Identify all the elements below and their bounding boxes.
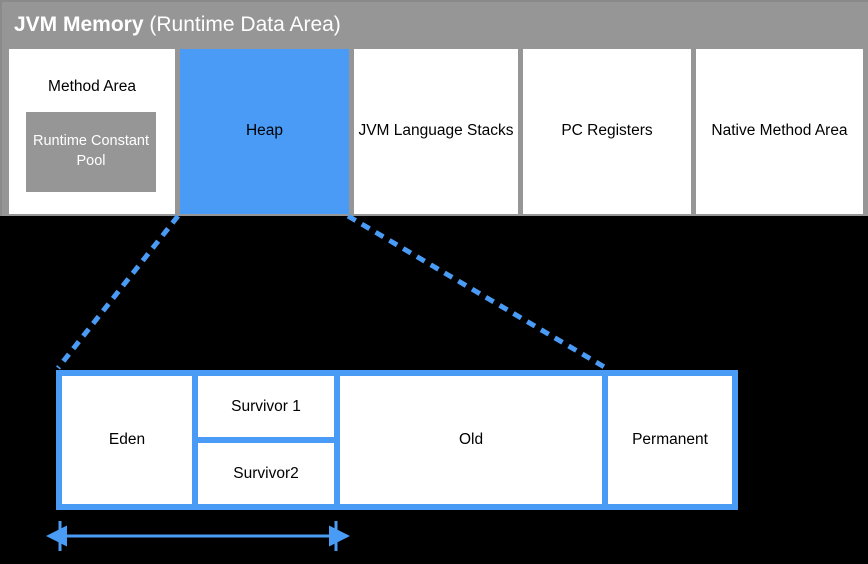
heap-detail-diagram: Eden Survivor 1 Survivor2 Old Permanent bbox=[56, 370, 738, 510]
area-box-jvm-language-stacks-label: JVM Language Stacks bbox=[358, 122, 514, 140]
runtime-constant-pool-label: Runtime Constant Pool bbox=[32, 133, 150, 169]
jvm-memory-panel: JVM Memory (Runtime Data Area) Method Ar… bbox=[0, 0, 868, 216]
jvm-memory-title-light: (Runtime Data Area) bbox=[143, 13, 341, 36]
area-box-method-area-label: Method Area bbox=[48, 78, 136, 95]
heap-region-survivor1[interactable]: Survivor 1 bbox=[198, 376, 334, 437]
area-box-native-method-area-label: Native Method Area bbox=[711, 122, 848, 140]
area-box-pc-registers[interactable]: PC Registers bbox=[523, 49, 691, 214]
jvm-memory-title: JVM Memory (Runtime Data Area) bbox=[14, 8, 714, 42]
connector-line-left bbox=[56, 214, 180, 370]
heap-region-survivor2-label: Survivor2 bbox=[233, 464, 299, 482]
heap-region-eden-label: Eden bbox=[108, 431, 146, 448]
heap-region-old[interactable]: Old bbox=[340, 376, 602, 504]
heap-region-survivor2[interactable]: Survivor2 bbox=[198, 443, 334, 504]
area-box-pc-registers-label: PC Registers bbox=[561, 122, 653, 140]
heap-region-survivor1-label: Survivor 1 bbox=[231, 397, 301, 415]
runtime-constant-pool-box[interactable]: Runtime Constant Pool bbox=[26, 112, 156, 192]
jvm-memory-title-strong: JVM Memory bbox=[14, 13, 144, 36]
heap-region-eden[interactable]: Eden bbox=[62, 376, 192, 504]
area-box-heap[interactable]: Heap bbox=[180, 49, 349, 214]
area-box-native-method-area[interactable]: Native Method Area bbox=[696, 49, 863, 214]
heap-region-permanent-label: Permanent bbox=[632, 431, 708, 448]
area-box-heap-label: Heap bbox=[245, 122, 284, 140]
heap-region-permanent[interactable]: Permanent bbox=[608, 376, 732, 504]
connector-line-right bbox=[346, 213, 608, 371]
heap-region-old-label: Old bbox=[458, 431, 484, 448]
area-box-jvm-language-stacks[interactable]: JVM Language Stacks bbox=[354, 49, 518, 214]
